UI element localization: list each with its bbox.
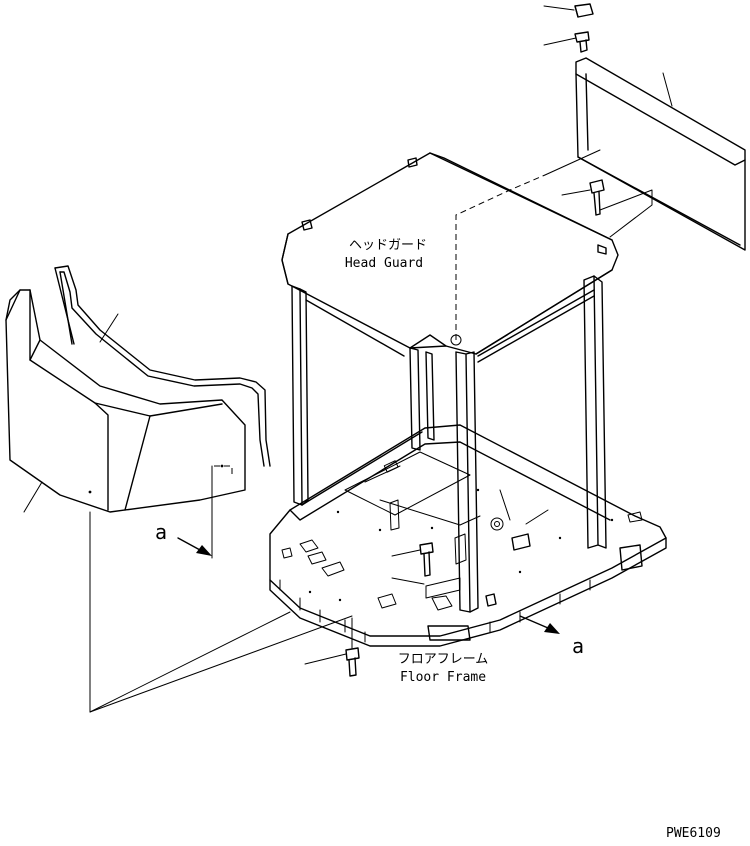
- head-guard-label-en: Head Guard: [344, 256, 424, 271]
- head-guard-roof: [281, 152, 619, 355]
- floor-bolt-1: [419, 542, 434, 577]
- floor-frame: [269, 424, 667, 647]
- view-arrow-left: [177, 537, 212, 556]
- leader-floor-part: [391, 577, 425, 585]
- view-a-label-right: a: [572, 634, 585, 658]
- floor-frame-label-en: Floor Frame: [399, 670, 487, 685]
- leader-bolt-panel: [561, 189, 591, 196]
- long-leader-2: [89, 611, 291, 713]
- leader-cap: [543, 5, 575, 11]
- view-a-label-left: a: [155, 520, 168, 544]
- floor-frame-label-jp: フロアフレーム: [397, 652, 489, 667]
- leader-bolt-top: [543, 37, 577, 46]
- leader-hand-rail: [99, 313, 119, 343]
- leader-cover: [23, 481, 43, 513]
- rear-panel: [575, 57, 746, 251]
- drawing-number: PWE6109: [666, 826, 721, 841]
- view-arrow-right: [519, 615, 560, 634]
- leader-bolt-side: [525, 509, 549, 525]
- bolt-panel: [589, 179, 605, 216]
- panel-leader: [544, 149, 601, 176]
- dashed-leader: [455, 174, 546, 340]
- bolt-top: [574, 31, 590, 53]
- head-guard-label-jp: ヘッドガード: [348, 238, 427, 253]
- floor-bolt-2: [345, 647, 360, 677]
- head-guard-posts: [291, 275, 607, 613]
- long-leader: [89, 511, 353, 713]
- leader-bushing: [499, 489, 511, 521]
- left-cover: [5, 289, 246, 513]
- hand-rail: [54, 265, 271, 467]
- cap-part: [574, 3, 594, 18]
- leader-floor-bolt-2: [304, 653, 347, 665]
- leader-floor-bolt-1: [391, 549, 421, 557]
- panel-attach-lines: [599, 189, 653, 238]
- leader-panel: [662, 72, 673, 107]
